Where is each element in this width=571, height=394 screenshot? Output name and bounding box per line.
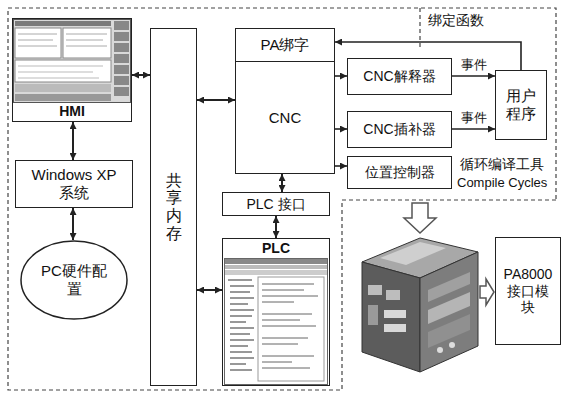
plc-screenshot: [224, 258, 328, 385]
node-text: HMI: [59, 103, 85, 120]
connector-arrow: [197, 99, 235, 101]
node-text: CNC: [269, 109, 302, 127]
node-text: PA8000 接口模块: [502, 266, 554, 316]
connector-arrow: [275, 216, 277, 238]
binding-box: PA绑字: [235, 28, 335, 62]
node-text: PLC: [262, 240, 290, 257]
plc-interface-box: PLC 接口: [222, 192, 330, 216]
function-note: 绑定函数: [428, 12, 484, 29]
connector-arrow: [281, 174, 283, 192]
hardware-ellipse: PC硬件配置: [20, 240, 128, 320]
connector-arrow: [197, 289, 222, 291]
node-text: CNC插补器: [363, 121, 435, 138]
connector-arrow: [335, 75, 347, 77]
node-text: PC硬件配置: [39, 262, 109, 298]
shared-memory-box: 共享内存: [150, 28, 197, 386]
cnc-box: CNC: [235, 61, 335, 174]
plc-box: PLC: [222, 238, 330, 386]
hollow-arrow: [404, 203, 436, 233]
user-program-box: 用户程序: [495, 70, 547, 140]
hmi-screenshot: [13, 19, 131, 103]
connector-arrow: [132, 74, 150, 76]
connector-arrow: [335, 128, 347, 130]
node-text: 共享内存: [166, 172, 182, 242]
edge-label: 事件: [460, 111, 488, 126]
connector-arrow: [452, 128, 495, 130]
hmi-box: HMI: [12, 18, 132, 122]
interpreter-box: CNC解释器: [347, 58, 452, 95]
node-text: Windows XP 系统: [24, 166, 124, 202]
tool-note: Compile Cycles: [457, 175, 547, 191]
controller-device: [362, 238, 478, 372]
node-text: PLC 接口: [246, 196, 305, 213]
node-text: 位置控制器: [365, 164, 435, 181]
position-controller-box: 位置控制器: [347, 156, 452, 189]
connector-arrow: [72, 122, 74, 160]
connector-arrow: [452, 75, 495, 77]
node-text: PA绑字: [261, 36, 310, 54]
node-text: 用户程序: [505, 87, 537, 123]
edge-label: 事件: [460, 58, 488, 73]
interpolator-box: CNC插补器: [347, 111, 452, 148]
hollow-arrow: [480, 279, 494, 305]
node-text: CNC解释器: [363, 68, 435, 85]
interface-module-box: PA8000 接口模块: [495, 237, 561, 345]
connector-arrow: [72, 208, 74, 240]
connector-arrow: [335, 165, 347, 167]
dashed-boundary: [8, 8, 556, 390]
os-box: Windows XP 系统: [15, 160, 133, 208]
tool-note: 循环编译工具: [460, 156, 544, 173]
